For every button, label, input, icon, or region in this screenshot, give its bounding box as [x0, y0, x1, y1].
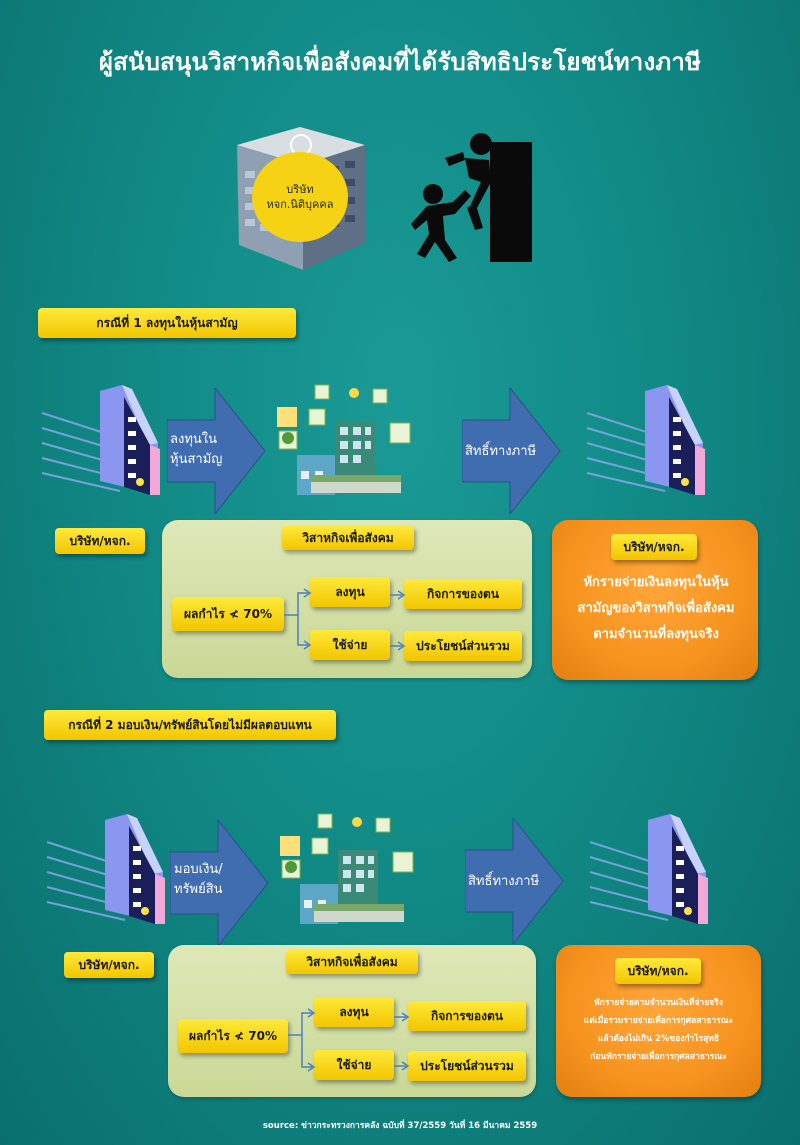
- case1-result-title: บริษัท/หจก.: [611, 534, 697, 560]
- case2-spend-box: ใช้จ่าย: [314, 1050, 394, 1080]
- building-label-line2: หจก.นิติบุคคล: [266, 198, 334, 211]
- case1-own-business-box: กิจการของตน: [404, 579, 522, 609]
- case2-public-benefit-box: ประโยชน์ส่วนรวม: [408, 1051, 526, 1081]
- invest-arrow-line2: หุ้นสามัญ: [170, 452, 223, 467]
- case1-result-line1: หักรายจ่ายเงินลงทุนในหุ้น: [583, 575, 729, 590]
- climbing-people-icon: [411, 133, 532, 262]
- social-enterprise-illustration: [280, 813, 414, 924]
- tax-benefit-arrow: [462, 388, 561, 514]
- building-label-line1: บริษัท: [286, 183, 314, 196]
- tax-benefit-arrow-label: สิทธิ์ทางภาษี: [468, 874, 540, 889]
- case2-profit-box: ผลกำไร ≮ 70%: [178, 1019, 288, 1053]
- building-label: บริษัท หจก.นิติบุคคล: [252, 152, 348, 242]
- case2-result-line3: แล้วต้องไม่เกิน 2%ของกำไรสุทธิ: [597, 1034, 720, 1044]
- case1-result-line2: สามัญของวิสาหกิจเพื่อสังคม: [577, 601, 735, 616]
- company-building-icon: [586, 385, 705, 495]
- case1-company-label: บริษัท/หจก.: [55, 528, 145, 554]
- donate-arrow: [170, 820, 269, 946]
- company-building-icon: [46, 814, 165, 924]
- case1-header: กรณีที่ 1 ลงทุนในหุ้นสามัญ: [38, 308, 296, 338]
- invest-arrow: [167, 388, 266, 514]
- case2-result-line1: หักรายจ่ายตามจำนวนเงินที่จ่ายจริง: [594, 998, 723, 1008]
- invest-arrow-label: ลงทุนใน หุ้นสามัญ: [170, 430, 222, 470]
- case2-result-text: หักรายจ่ายตามจำนวนเงินที่จ่ายจริง แต่เมื…: [558, 994, 759, 1066]
- case1-profit-box: ผลกำไร ≮ 70%: [172, 597, 284, 631]
- case1-invest-box: ลงทุน: [310, 577, 390, 607]
- case1-se-label: วิสาหกิจเพื่อสังคม: [282, 526, 414, 550]
- donate-arrow-line2: ทรัพย์สิน: [174, 882, 223, 897]
- case2-result-title: บริษัท/หจก.: [615, 958, 701, 984]
- case1-connector-lines: [284, 588, 406, 651]
- case1-result-line3: ตามจำนวนที่ลงทุนจริง: [593, 627, 719, 642]
- case2-company-label: บริษัท/หจก.: [64, 952, 154, 978]
- case1-result-text: หักรายจ่ายเงินลงทุนในหุ้น สามัญของวิสาหก…: [556, 570, 756, 648]
- company-building-icon: [589, 814, 708, 924]
- source-note: source: ข่าวกระทรวงการคลัง ฉบับที่ 37/25…: [262, 1121, 538, 1131]
- case2-se-label: วิสาหกิจเพื่อสังคม: [286, 950, 418, 974]
- company-building-icon: [41, 385, 160, 495]
- donate-arrow-line1: มอบเงิน/: [174, 862, 223, 877]
- tax-benefit-arrow: [465, 818, 564, 944]
- donate-arrow-label: มอบเงิน/ ทรัพย์สิน: [174, 860, 223, 900]
- case2-header: กรณีที่ 2 มอบเงิน/ทรัพย์สินโดยไม่มีผลตอบ…: [44, 710, 336, 740]
- case2-invest-box: ลงทุน: [314, 997, 394, 1027]
- tax-benefit-arrow-label: สิทธิ์ทางภาษี: [465, 444, 537, 459]
- case1-public-benefit-box: ประโยชน์ส่วนรวม: [404, 631, 522, 661]
- case2-result-line4: ก่อนหักรายจ่ายเพื่อการกุศลสาธารณะ: [590, 1052, 727, 1062]
- invest-arrow-line1: ลงทุนใน: [170, 432, 218, 447]
- case2-own-business-box: กิจการของตน: [408, 1001, 526, 1031]
- case2-connector-lines: [288, 1008, 410, 1072]
- case2-result-line2: แต่เมื่อรวมรายจ่ายเพื่อการกุศลสาธารณะ: [583, 1016, 734, 1026]
- social-enterprise-illustration: [277, 384, 411, 495]
- page-title: ผู้สนับสนุนวิสาหกิจเพื่อสังคมที่ได้รับสิ…: [98, 48, 702, 76]
- case1-spend-box: ใช้จ่าย: [310, 630, 390, 660]
